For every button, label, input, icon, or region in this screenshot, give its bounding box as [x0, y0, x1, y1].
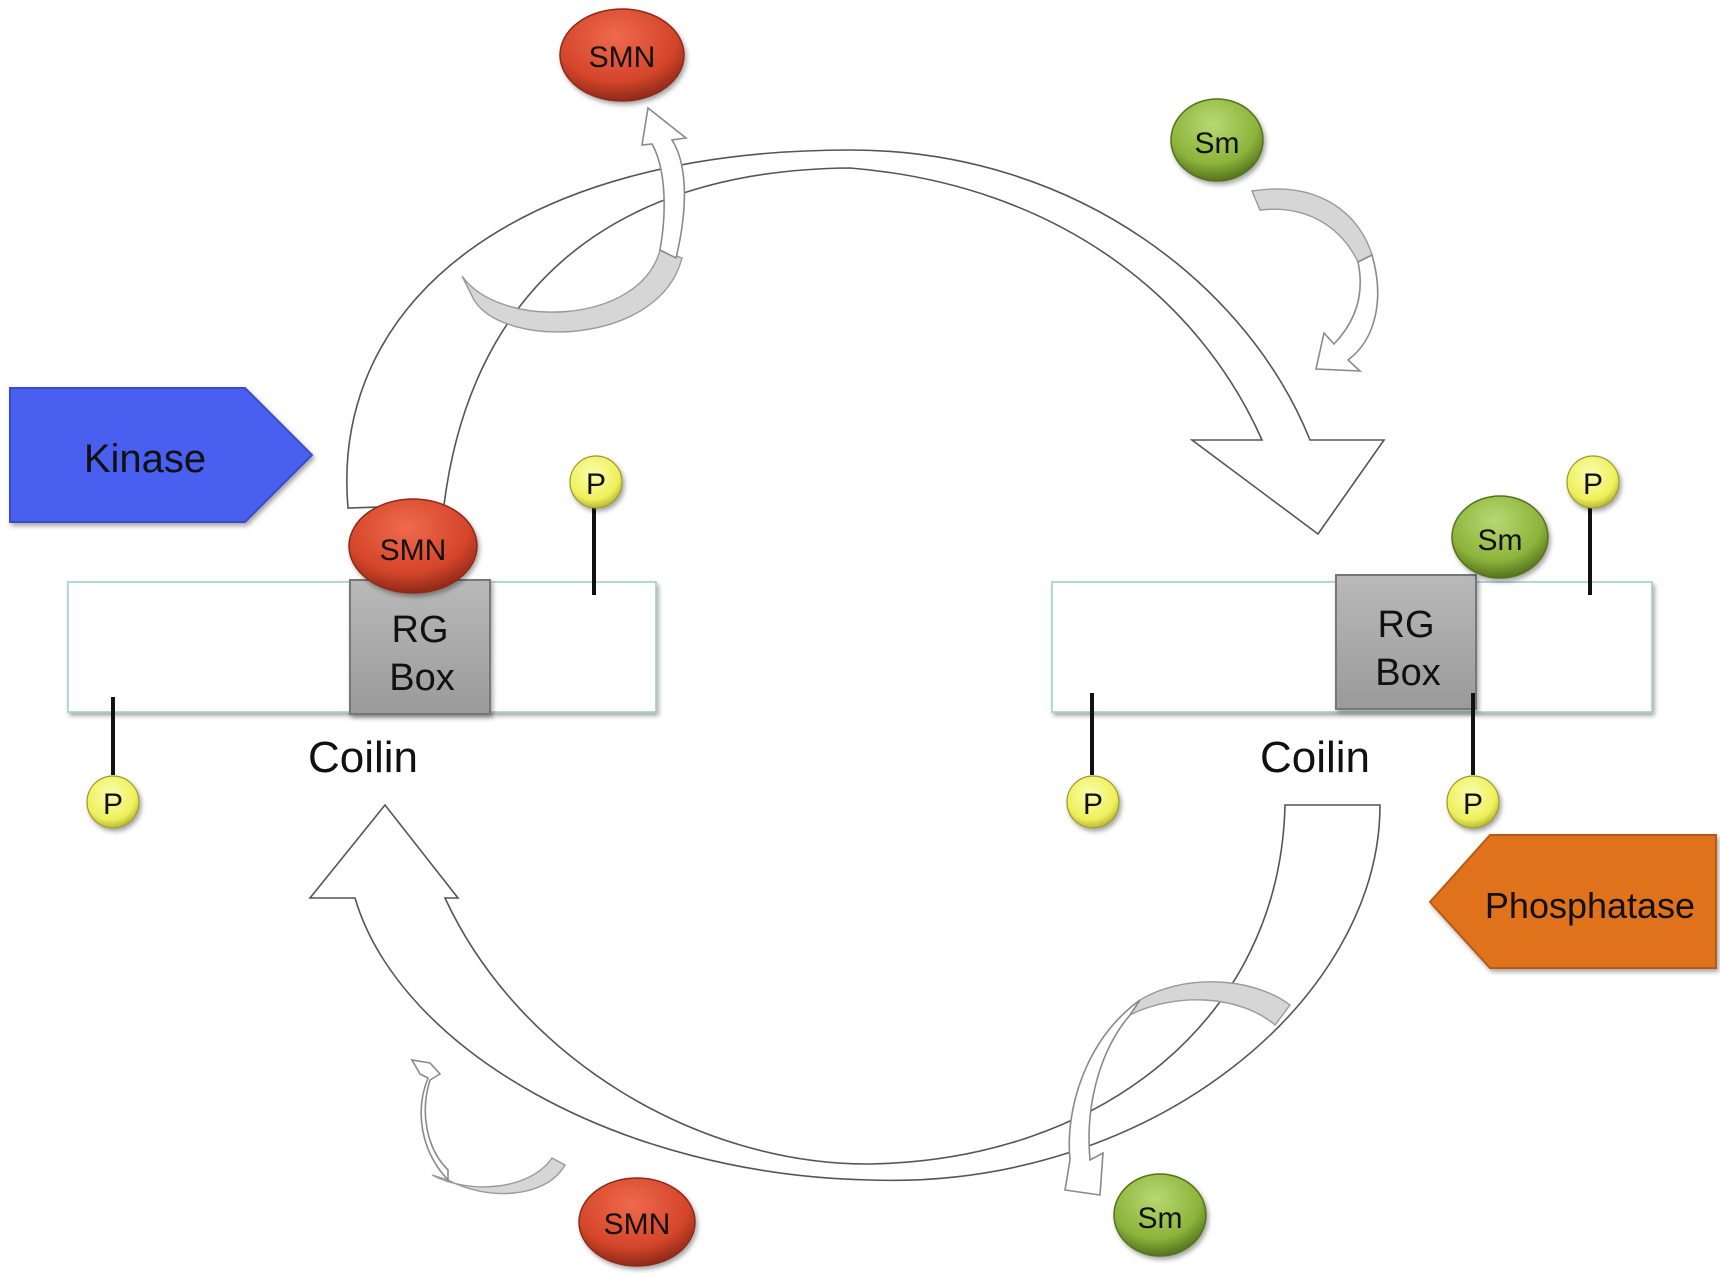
- phospho-right-bottom-left-label: P: [1083, 788, 1103, 821]
- smn-bound-left-shape: [348, 498, 478, 594]
- smn-free-bottom: SMN: [578, 1177, 696, 1267]
- smn-bound-left: SMN: [348, 498, 478, 594]
- sm-bound-right-label: Sm: [1478, 524, 1523, 557]
- rg-box-right-line1: RG: [1378, 604, 1435, 646]
- phospho-right-bottom-rg-label: P: [1463, 788, 1483, 821]
- phosphatase-arrow-shape: [1428, 834, 1717, 969]
- phosphatase-label: Phosphatase: [1485, 885, 1695, 926]
- coilin-right: RG Box: [1051, 505, 1653, 775]
- kinase-arrow-shape: [9, 387, 314, 523]
- sm-binding-arrow-top: [1251, 188, 1373, 263]
- phospho-left-bottom-label: P: [103, 788, 123, 821]
- sm-binding-arrow-top-head: [1315, 253, 1379, 372]
- coilin-right-label: Coilin: [1260, 733, 1370, 782]
- phospho-right-top: P: [1566, 455, 1620, 509]
- kinase-enzyme: [9, 387, 314, 523]
- phosphatase-enzyme: [1428, 834, 1717, 969]
- smn-binding-arrow-bottom: [431, 1157, 566, 1195]
- rg-box-right: [1335, 574, 1477, 710]
- rg-box-left-line1: RG: [392, 609, 449, 651]
- smn-release-arrow-top-head: [641, 106, 688, 260]
- cycle-arrow-top: [346, 149, 1386, 536]
- phospho-right-bottom-rg: P: [1446, 775, 1500, 829]
- coilin-left-label: Coilin: [308, 733, 418, 782]
- smn-bound-left-label: SMN: [380, 534, 447, 567]
- phospho-right-bottom-left: P: [1066, 775, 1120, 829]
- phospho-left-top: P: [569, 455, 623, 509]
- phospho-left-top-label: P: [586, 468, 606, 501]
- sm-bound-right-shape: [1451, 495, 1549, 579]
- sm-free-bottom-label: Sm: [1138, 1202, 1183, 1235]
- smn-free-top-label: SMN: [589, 41, 656, 74]
- sm-bound-right: Sm: [1451, 495, 1549, 579]
- smn-free-bottom-label: SMN: [604, 1208, 671, 1241]
- smn-binding-arrow-bottom-head: [410, 1058, 449, 1183]
- kinase-label: Kinase: [84, 437, 206, 481]
- smn-free-top: SMN: [559, 8, 685, 102]
- sm-free-top: Sm: [1170, 98, 1264, 182]
- sm-free-bottom: Sm: [1113, 1173, 1207, 1257]
- coilin-left: RG Box: [67, 505, 657, 775]
- phospho-left-bottom: P: [86, 775, 140, 829]
- smn-release-arrow-top: [461, 249, 683, 333]
- sm-free-top-label: Sm: [1195, 127, 1240, 160]
- rg-box-left-line2: Box: [389, 657, 454, 699]
- rg-box-right-line2: Box: [1375, 652, 1440, 694]
- phospho-right-top-label: P: [1583, 468, 1603, 501]
- sm-release-arrow-bottom-head: [1064, 999, 1141, 1196]
